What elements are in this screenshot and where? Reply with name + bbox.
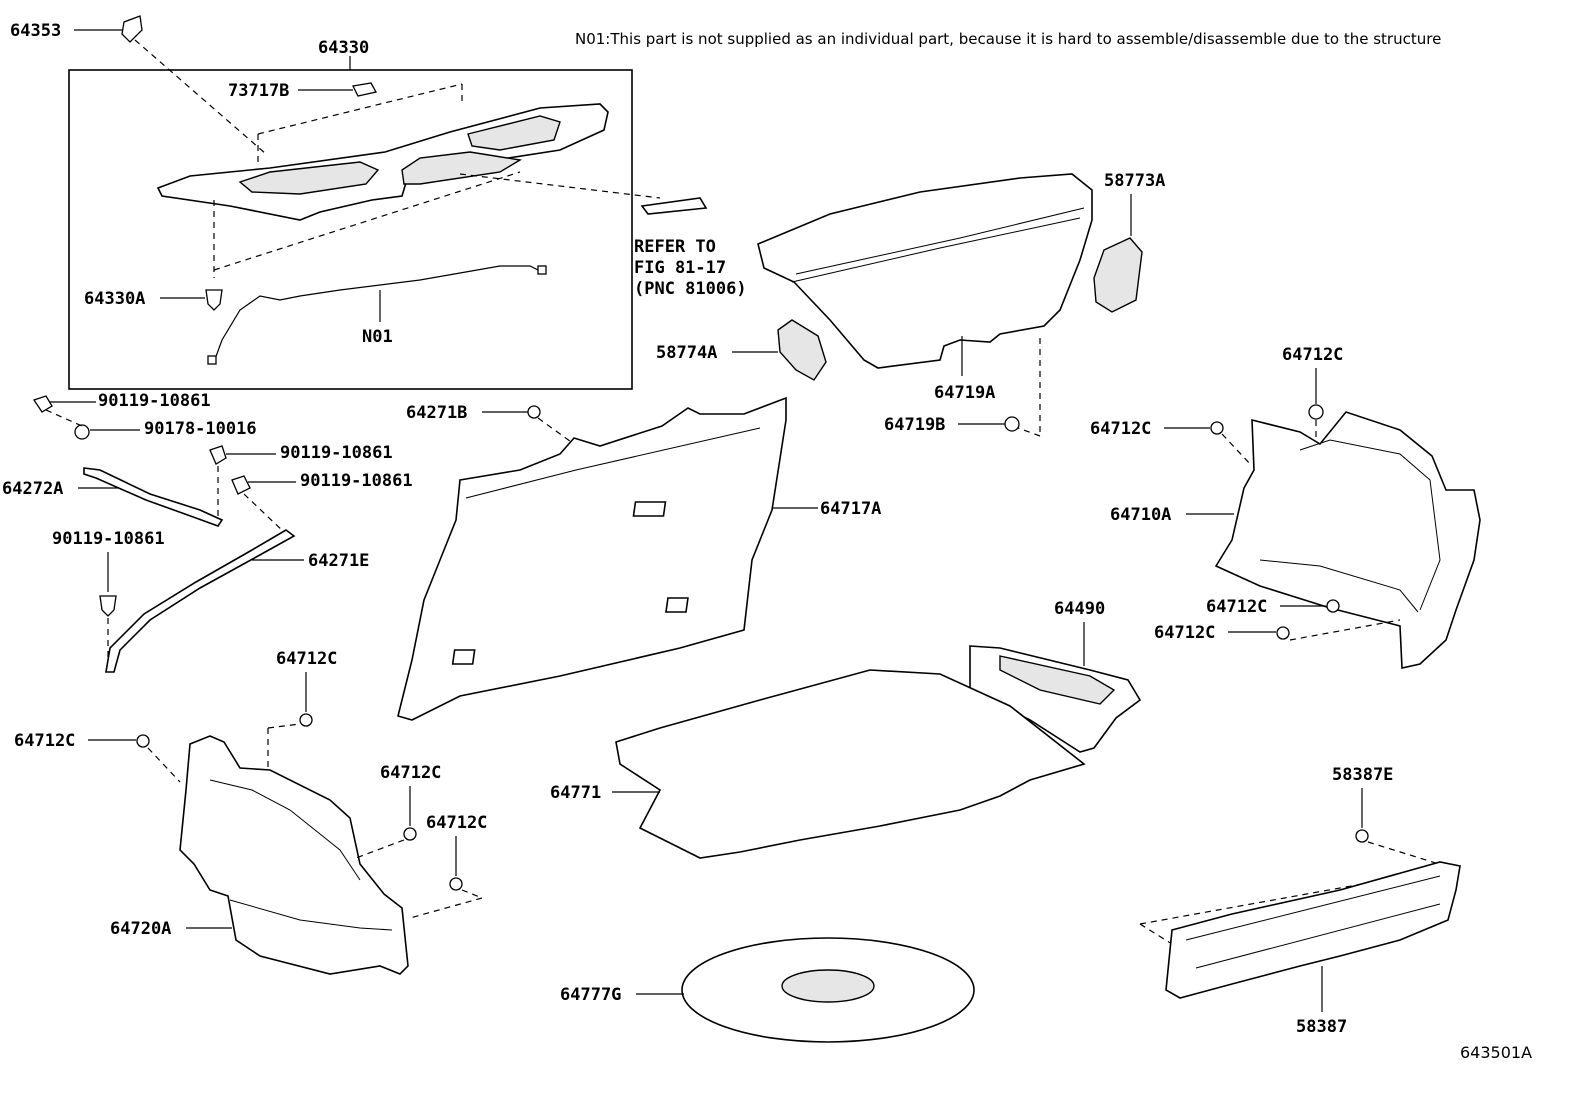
clip-64712C-l4 <box>449 877 463 891</box>
label-90119-10861-c: 90119-10861 <box>300 471 413 491</box>
label-90119-10861-b: 90119-10861 <box>280 443 393 463</box>
label-64490: 64490 <box>1054 599 1105 619</box>
label-64720A: 64720A <box>110 919 171 939</box>
figure-id: 643501A <box>1460 1043 1532 1062</box>
trim-crease <box>791 217 1081 283</box>
refer-line3: (PNC 81006) <box>634 279 747 299</box>
label-90119-10861-d: 90119-10861 <box>52 529 165 549</box>
side-trim-hole-1 <box>632 501 667 517</box>
refer-line2: FIG 81-17 <box>634 258 726 278</box>
bracket-64271E <box>105 529 296 673</box>
label-64712C-r1: 64712C <box>1282 345 1343 365</box>
label-64717A: 64717A <box>820 499 881 519</box>
trim-crease-2 <box>795 207 1085 275</box>
wire-connector-start <box>207 355 217 365</box>
trunk-side-trim-left <box>179 735 409 975</box>
cover-opening <box>999 655 1116 705</box>
label-58387E: 58387E <box>1332 765 1393 785</box>
side-trim-edge <box>465 427 761 499</box>
label-58773A: 58773A <box>1104 171 1165 191</box>
label-64777G: 64777G <box>560 985 621 1005</box>
clip-64353 <box>121 15 143 43</box>
label-64330A: 64330A <box>84 289 145 309</box>
tray-speaker-right <box>467 115 561 151</box>
label-64771: 64771 <box>550 783 601 803</box>
label-64719A: 64719A <box>934 383 995 403</box>
rear-scuff-plate <box>1165 861 1461 999</box>
label-64271E: 64271E <box>308 551 369 571</box>
wire-connector-end <box>537 265 547 275</box>
label-64712C-r4: 64712C <box>1154 623 1215 643</box>
label-58387: 58387 <box>1296 1017 1347 1037</box>
clip-64271B <box>527 405 541 419</box>
clip-64712C-r1 <box>1308 404 1324 420</box>
clip-64330A <box>205 289 223 311</box>
label-90119-10861-a: 90119-10861 <box>98 391 211 411</box>
bolt-90119-d <box>99 595 117 617</box>
clip-64719B <box>1004 416 1020 432</box>
tray-center-opening <box>401 151 523 185</box>
nut-90178 <box>74 424 90 440</box>
label-64712C-l3: 64712C <box>380 763 441 783</box>
structure-note: N01:This part is not supplied as an indi… <box>575 30 1441 48</box>
left-trim-inner-2 <box>229 899 393 931</box>
part-73717B <box>352 82 377 97</box>
label-64330: 64330 <box>318 38 369 58</box>
bolt-90119-b <box>209 445 227 465</box>
wire-N01 <box>213 265 543 363</box>
handle-58773A <box>1093 237 1143 313</box>
label-90178-10016: 90178-10016 <box>144 419 257 439</box>
label-64712C-l2: 64712C <box>14 731 75 751</box>
bracket-58774A <box>777 319 827 381</box>
spare-tire-cover-hole <box>781 969 875 1003</box>
bolt-90119-a <box>32 395 53 413</box>
right-trim-inner-2 <box>1259 559 1419 613</box>
label-64712C-l1: 64712C <box>276 649 337 669</box>
label-64710A: 64710A <box>1110 505 1171 525</box>
label-64272A: 64272A <box>2 479 63 499</box>
clip-64712C-l2 <box>136 734 150 748</box>
side-trim-hole-3 <box>451 649 476 665</box>
trunk-lid-trim <box>757 173 1093 369</box>
label-64353: 64353 <box>10 21 61 41</box>
label-64712C-r2: 64712C <box>1090 419 1151 439</box>
trunk-side-trim <box>397 396 787 721</box>
tray-speaker-left <box>238 161 380 195</box>
label-73717B: 73717B <box>228 81 289 101</box>
trunk-side-trim-right <box>1214 411 1481 669</box>
clip-64712C-r4 <box>1276 626 1290 640</box>
refer-line1: REFER TO <box>634 237 716 257</box>
label-N01: N01 <box>362 327 393 347</box>
bracket-64272A <box>83 467 224 527</box>
clip-64712C-r3 <box>1326 599 1340 613</box>
label-64712C-l4: 64712C <box>426 813 487 833</box>
label-64712C-r3: 64712C <box>1206 597 1267 617</box>
clip-64712C-r2 <box>1210 421 1224 435</box>
label-58774A: 58774A <box>656 343 717 363</box>
right-trim-inner <box>1299 439 1441 611</box>
refer-part-81006 <box>640 197 708 215</box>
scuff-plate-ribs <box>1185 875 1441 969</box>
clip-64712C-l1 <box>299 713 313 727</box>
label-64719B: 64719B <box>884 415 945 435</box>
floor-mat-64771 <box>615 669 1086 859</box>
clip-64712C-l3 <box>403 827 417 841</box>
label-64271B: 64271B <box>406 403 467 423</box>
clip-58387E <box>1355 829 1369 843</box>
left-trim-inner <box>209 779 361 881</box>
bolt-90119-c <box>231 475 251 495</box>
side-trim-hole-2 <box>665 597 689 613</box>
